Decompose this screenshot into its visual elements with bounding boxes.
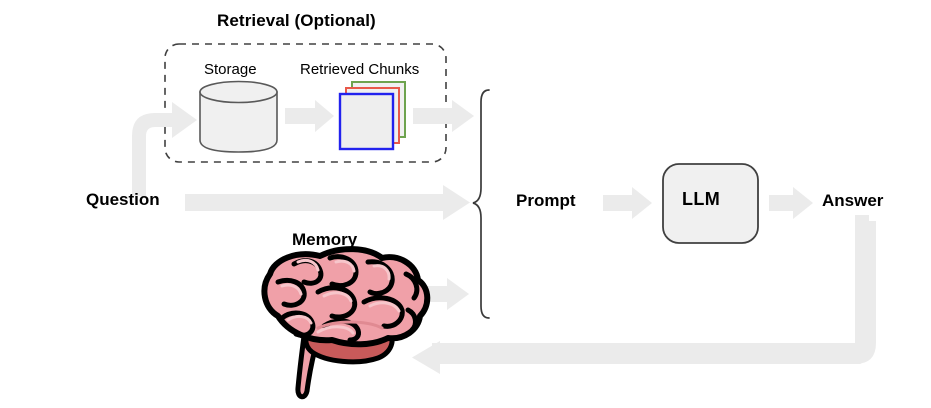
arrow-storage-to-chunks [285, 100, 334, 132]
arrow-llm-to-answer [769, 187, 813, 219]
curly-brace-icon [472, 89, 490, 319]
brain-icon [261, 246, 431, 400]
arrow-question-to-prompt [185, 185, 470, 220]
memory-label: Memory [292, 230, 358, 249]
retrieved-chunks-label: Retrieved Chunks [300, 61, 420, 78]
retrieved-chunks-icon [338, 81, 406, 151]
arrow-question-to-storage [132, 102, 197, 196]
llm-box [662, 163, 759, 244]
answer-label: Answer [822, 191, 884, 210]
retrieval-group-title: Retrieval (Optional) [217, 11, 376, 30]
question-label: Question [86, 190, 160, 209]
arrow-chunks-to-prompt [413, 100, 474, 132]
retrieval-group-box [164, 43, 447, 163]
storage-label: Storage [204, 61, 257, 78]
prompt-label: Prompt [516, 191, 576, 210]
arrow-prompt-to-llm [603, 187, 652, 219]
llm-label: LLM [682, 189, 721, 209]
storage-cylinder-icon [199, 80, 278, 153]
feedback-loop-group [412, 215, 876, 374]
